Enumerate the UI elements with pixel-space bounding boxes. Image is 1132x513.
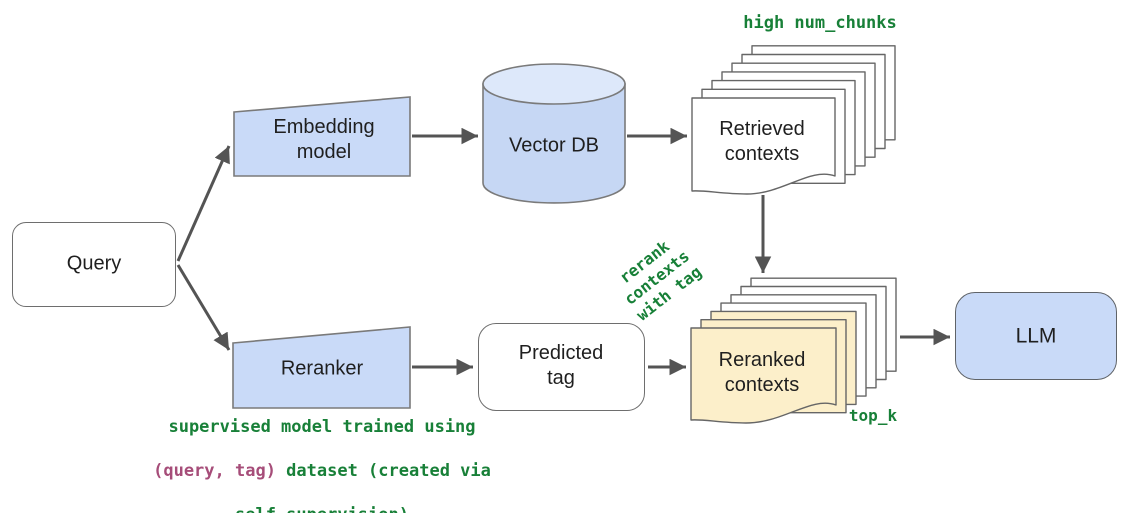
retrieved-contexts-label: Retrieved contexts	[719, 118, 805, 165]
llm-label: LLM	[1015, 324, 1057, 348]
high-num-chunks-annotation: high num_chunks	[743, 13, 897, 33]
query-node	[12, 222, 176, 307]
vector-db-cylinder	[482, 63, 626, 204]
reranker-shape	[232, 326, 411, 409]
embedding-model-shape	[233, 96, 411, 177]
supervised-line-2: (query, tag) dataset (created via	[153, 460, 491, 482]
embedding-model-label: Embedding model	[273, 116, 375, 163]
query-tag-highlight: (query, tag)	[153, 461, 276, 481]
arrow-query-to-embedding	[176, 145, 231, 262]
predicted-tag-node	[478, 323, 645, 411]
vector-db-label: Vector DB	[508, 134, 600, 157]
retrieved-contexts-stack	[691, 45, 896, 195]
query-label: Query	[66, 252, 122, 275]
supervised-line-2-rest: dataset (created via	[275, 461, 491, 481]
top-k-annotation: top_k	[848, 406, 898, 425]
supervised-model-annotation: supervised model trained using (query, t…	[153, 394, 491, 513]
front-page	[690, 327, 837, 424]
arrow-query-to-reranker	[176, 264, 231, 351]
reranker-label: Reranker	[280, 357, 364, 380]
front-page	[691, 97, 836, 195]
llm-node	[955, 292, 1117, 380]
predicted-tag-label: Predicted tag	[518, 342, 604, 389]
reranked-contexts-label: Reranked contexts	[718, 349, 806, 396]
supervised-line-3: self-supervision)	[153, 504, 491, 513]
reranked-contexts-stack	[690, 277, 897, 424]
supervised-line-1: supervised model trained using	[168, 417, 476, 437]
